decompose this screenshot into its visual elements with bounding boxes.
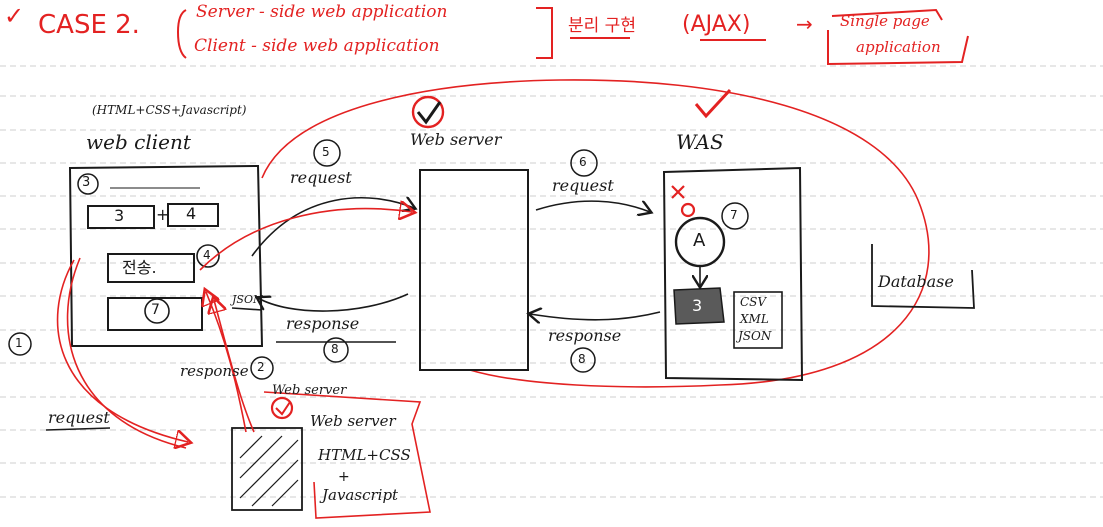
step5-label: 5	[322, 145, 330, 159]
step6-label: 6	[579, 155, 587, 169]
split-label: 분리 구현	[568, 16, 636, 36]
request-label-top2: request	[552, 176, 614, 195]
static-js: Javascript	[322, 486, 399, 504]
static-server-box	[231, 427, 303, 511]
format-box	[733, 291, 783, 349]
response-label-2: response	[180, 362, 249, 380]
format-json: JSON	[738, 329, 772, 343]
step4-label: 4	[203, 248, 211, 262]
response-label-left: response	[286, 314, 360, 333]
server-cloud-outline	[261, 79, 930, 388]
was-title: WAS	[676, 130, 724, 154]
header-check-icon: ✓	[4, 2, 25, 30]
static-server-check-icon	[270, 396, 294, 420]
format-xml: XML	[740, 312, 769, 326]
web-client-box	[68, 164, 264, 347]
red-arrows	[45, 209, 412, 448]
request-label-bottom: request	[48, 408, 110, 427]
header-arrow: →	[796, 12, 813, 36]
operand-b: 4	[186, 204, 197, 223]
ajax-label: (AJAX)	[682, 12, 751, 37]
operand-a: 3	[114, 206, 125, 225]
plus-sign: +	[156, 205, 170, 224]
static-html-css: HTML+CSS	[318, 446, 411, 464]
static-server-header: Web server	[272, 383, 347, 398]
static-server-hatch	[239, 435, 299, 507]
step8-right-label: 8	[578, 352, 586, 366]
static-server-title: Web server	[310, 412, 396, 430]
spa-line1: Single page	[840, 12, 930, 30]
database-box	[871, 244, 975, 309]
database-label: Database	[878, 272, 954, 291]
result-marker	[144, 298, 170, 324]
was-a-label: A	[693, 230, 706, 251]
was-box	[662, 166, 804, 382]
header-brackets	[176, 7, 969, 66]
web-client-tech: (HTML+CSS+Javascript)	[92, 103, 247, 117]
step4-marker	[196, 244, 220, 268]
web-client-title: web client	[86, 130, 191, 154]
step1-label: 1	[15, 336, 23, 350]
flow-arrows	[251, 198, 661, 343]
send-button[interactable]: 전송.	[122, 258, 157, 277]
was-x-marker-icon	[671, 185, 696, 218]
web-server-title: Web server	[410, 130, 502, 149]
response-label-right: response	[548, 326, 622, 345]
step8-left-label: 8	[331, 342, 339, 356]
step7-label: 7	[730, 208, 738, 222]
header-line2: Client - side web application	[194, 36, 440, 56]
was-result-value: 3	[692, 296, 703, 315]
step2-label: 2	[257, 360, 265, 374]
step-circles	[8, 139, 749, 380]
web-server-box	[419, 169, 529, 371]
header-line1: Server - side web application	[196, 2, 448, 22]
static-server-outline	[263, 391, 431, 519]
was-check-icon	[694, 88, 732, 119]
json-label: JSON	[232, 293, 263, 306]
request-label-top: request	[290, 168, 352, 187]
web-server-check-icon	[411, 95, 445, 129]
case-title: CASE 2.	[38, 10, 140, 40]
static-plus: +	[338, 469, 350, 485]
result-value: 7	[151, 302, 160, 318]
format-csv: CSV	[740, 295, 767, 309]
spa-line2: application	[856, 38, 941, 56]
step3-label: 3	[82, 175, 91, 190]
